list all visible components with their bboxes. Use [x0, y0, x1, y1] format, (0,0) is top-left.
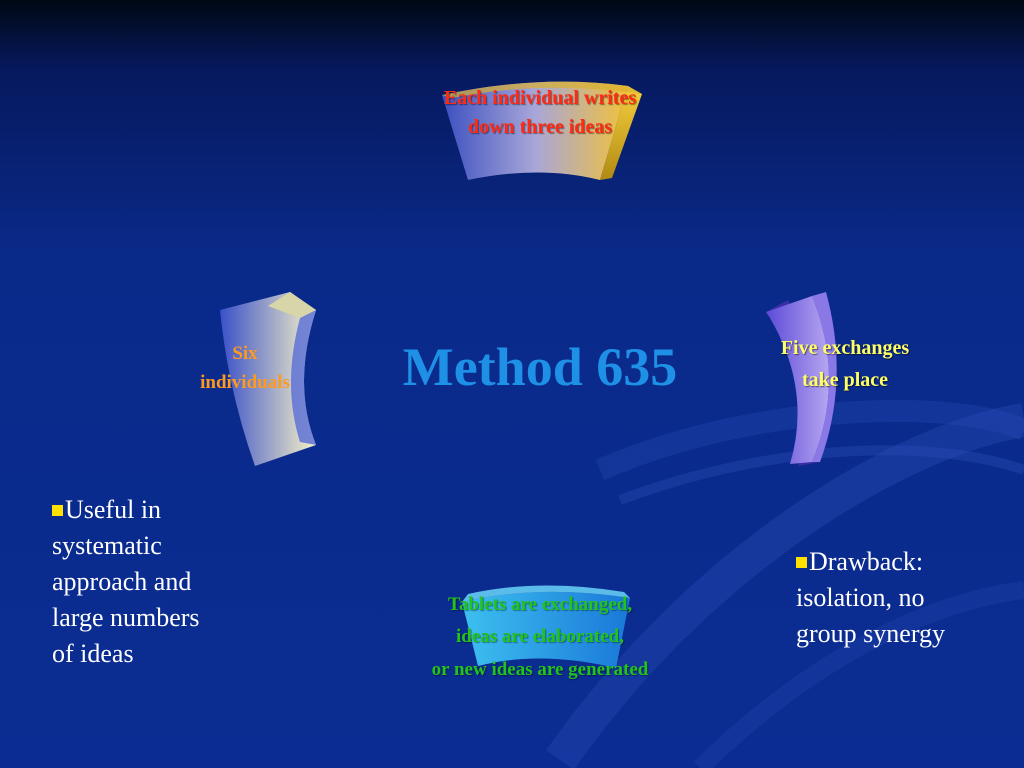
note-useful-line: Useful in: [52, 492, 272, 528]
note-drawback-line: Drawback:: [796, 544, 1016, 580]
segment-left: [220, 292, 316, 466]
step-six-individuals-line: Six: [232, 343, 258, 364]
segment-bottom: [462, 585, 630, 668]
step-write-ideas-line: down three ideas: [467, 116, 613, 138]
step-five-exchanges-line: Five exchanges: [780, 337, 910, 359]
step-tablets-exchanged-line: or new ideas are generated: [431, 658, 649, 680]
note-useful-line: approach and: [52, 567, 192, 596]
note-drawback-line: isolation, no: [796, 583, 925, 612]
diagram-title: Method 635: [402, 337, 678, 397]
note-useful: Useful in systematic approach and large …: [52, 492, 272, 672]
step-write-ideas-line: Each individual writes: [443, 87, 637, 109]
segment-top: [442, 81, 642, 180]
step-write-ideas: Each individual writes down three ideas: [390, 84, 690, 142]
square-bullet-icon: [796, 557, 807, 568]
step-tablets-exchanged: Tablets are exchanged, ideas are elabora…: [360, 589, 720, 686]
note-useful-line: large numbers: [52, 603, 200, 632]
step-tablets-exchanged-line: ideas are elaborated,: [456, 626, 624, 648]
step-six-individuals: Six individuals: [170, 340, 320, 397]
note-useful-line: of ideas: [52, 639, 134, 668]
step-tablets-exchanged-line: Tablets are exchanged,: [447, 594, 633, 615]
step-five-exchanges: Five exchanges take place: [740, 332, 950, 396]
segment-right: [766, 292, 837, 466]
note-drawback: Drawback: isolation, no group synergy: [796, 544, 1016, 652]
square-bullet-icon: [52, 505, 63, 516]
step-six-individuals-line: individuals: [200, 371, 290, 393]
note-useful-line: systematic: [52, 531, 162, 560]
note-drawback-line: group synergy: [796, 619, 946, 648]
step-five-exchanges-line: take place: [801, 369, 889, 391]
